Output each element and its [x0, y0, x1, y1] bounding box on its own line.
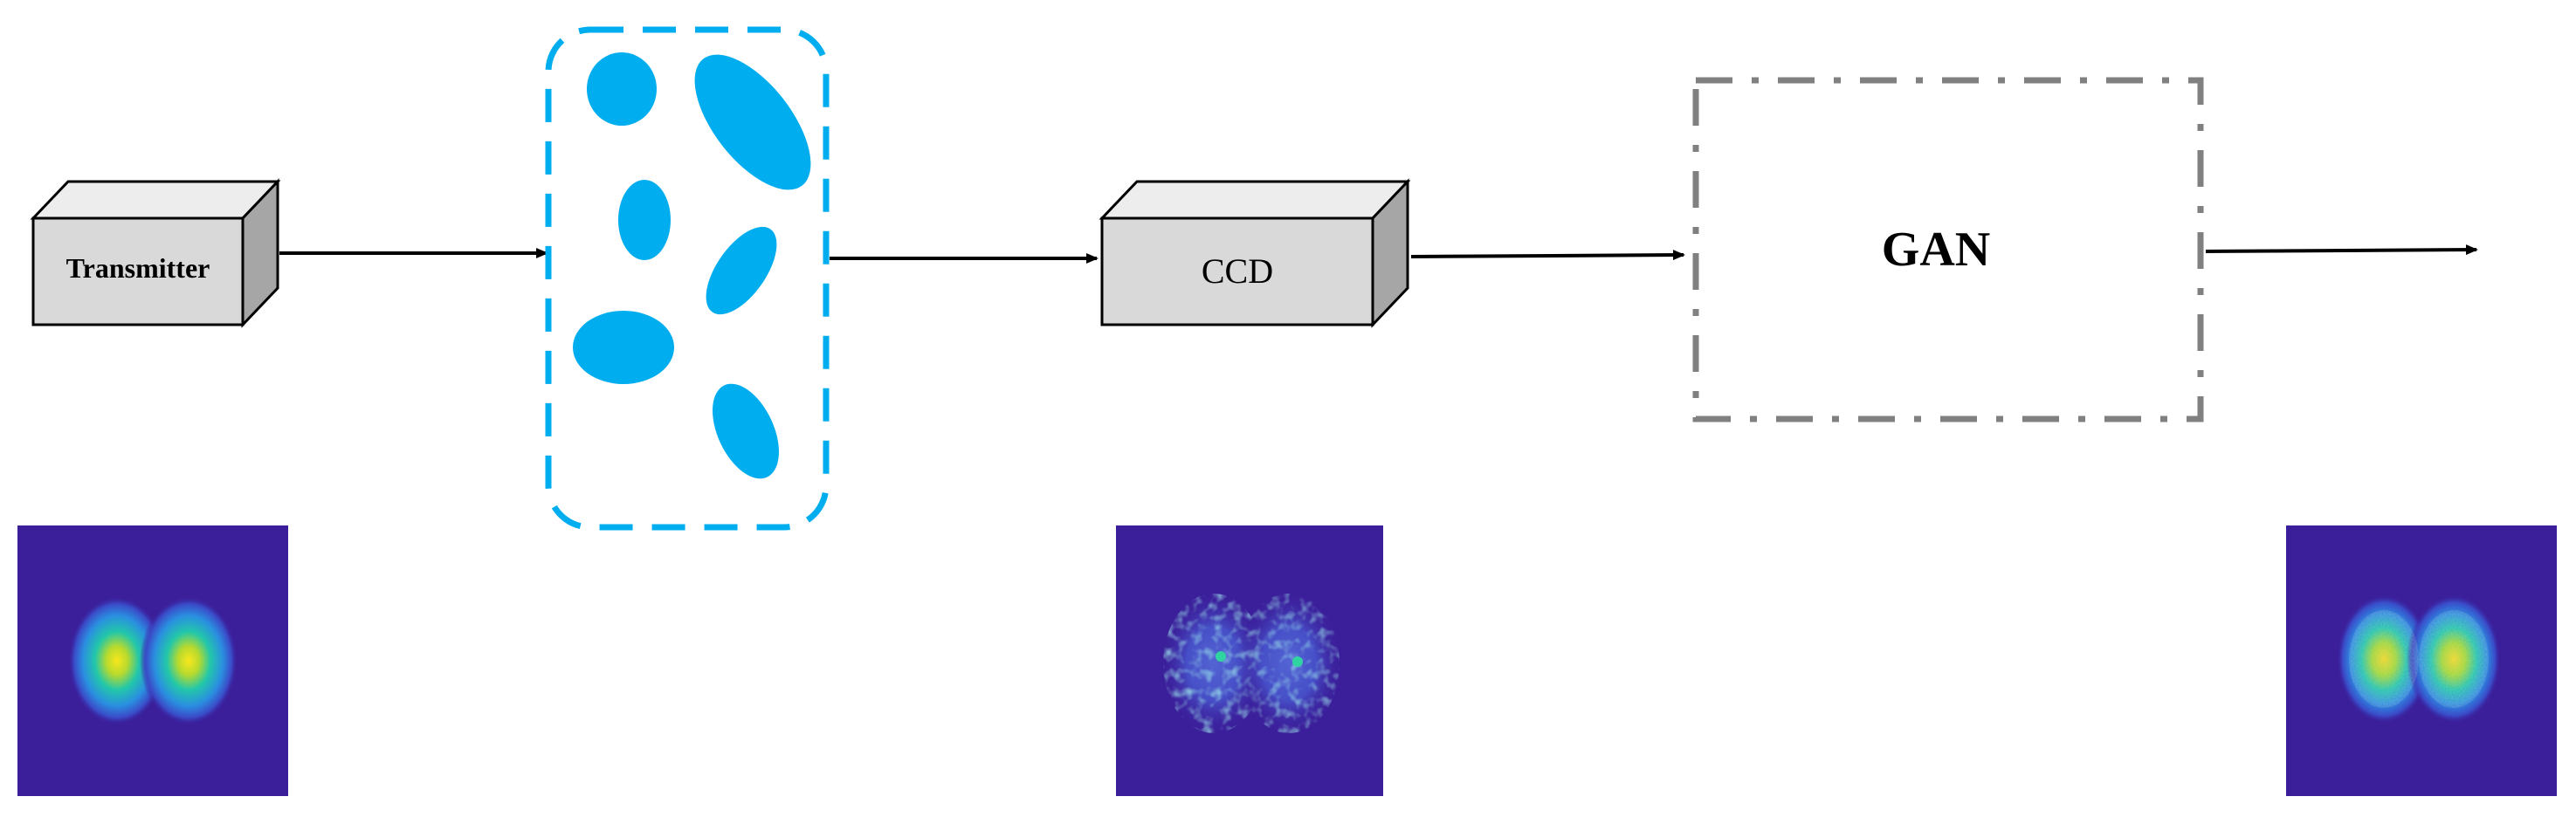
- turbulence-cell: [713, 383, 779, 479]
- gan-block: GAN: [1692, 77, 2204, 422]
- turbulence-channel: [545, 26, 830, 531]
- beam-lobe-left: [68, 596, 166, 725]
- transmitter-label: Transmitter: [66, 252, 210, 284]
- distorted-beam-image: [1116, 525, 1383, 796]
- ccd-label: CCD: [1202, 251, 1273, 291]
- turbulence-cell: [706, 226, 777, 315]
- ccd-box: CCD: [1099, 178, 1411, 328]
- beam-lobe-right: [140, 596, 238, 725]
- gan-label: GAN: [1882, 223, 1990, 277]
- arrow-gan-to-output: [2205, 244, 2478, 256]
- gan-dashdot-border: [1692, 77, 2204, 422]
- turbulence-cell: [694, 54, 811, 190]
- transmitter-top-face: [30, 180, 281, 220]
- arrow-ccd-to-gan: [1410, 250, 1685, 261]
- turbulence-cell: [573, 311, 674, 384]
- turbulence-dashed-border: [545, 26, 830, 531]
- ccd-top-face: [1099, 180, 1411, 220]
- recovered-beam-image: [2286, 525, 2557, 796]
- turbulence-cell: [618, 180, 671, 260]
- input-beam-image: [17, 525, 288, 796]
- transmitter-box: Transmitter: [30, 178, 281, 328]
- ccd-front-face: [1100, 216, 1374, 326]
- turbulence-cell: [587, 52, 657, 126]
- transmitter-front-face: [31, 216, 245, 326]
